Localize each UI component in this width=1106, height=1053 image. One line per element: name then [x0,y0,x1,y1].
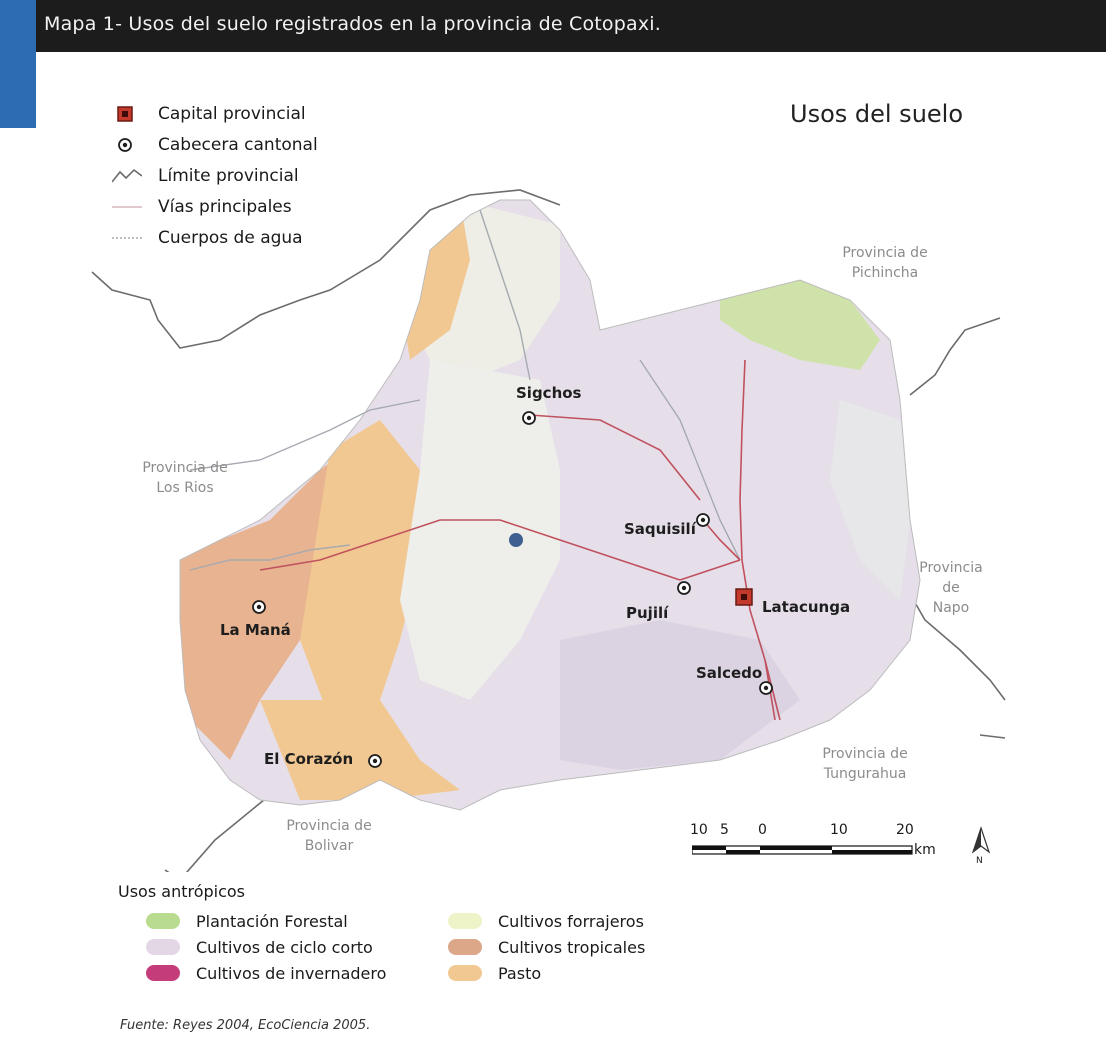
legend-label: Vías principales [158,196,292,217]
scale-graphic [692,845,913,855]
region-pasto-south [260,700,460,800]
place-label-la-mana: La Maná [220,621,291,639]
legend-row: Cabecera cantonal [112,129,318,160]
road-line-icon [112,197,142,217]
scale-tick: 20 [896,822,914,838]
land-use-item: Pasto [448,961,708,985]
land-use-item: Cultivos de invernadero [146,961,448,985]
north-arrow-icon [971,826,991,854]
land-use-label: Cultivos tropicales [498,937,646,957]
cotopaxi-land-use-map [91,189,1006,872]
legend-label: Límite provincial [158,165,299,186]
north-label: N [976,856,983,866]
river-west [189,399,421,471]
river-north [479,209,531,381]
road-saquisili [702,519,741,561]
place-label-latacunga: Latacunga [762,598,851,616]
place-label-salcedo: Salcedo [696,664,763,682]
land-use-label: Cultivos de ciclo corto [196,937,373,957]
region-cliff-center [400,360,560,700]
land-use-item: Cultivos de ciclo corto [146,935,448,959]
side-accent-bar [0,52,36,128]
legend-row: Vías principales [112,191,318,222]
source-note: Fuente: Reyes 2004, EcoCiencia 2005. [120,1018,371,1033]
river-la-mana [189,544,351,571]
region-forest-ne [720,280,880,370]
boundary-west-line [91,189,561,349]
legend-row: Cuerpos de agua [112,222,318,253]
land-use-label: Pasto [498,963,542,983]
province-boundary [179,199,921,811]
boundary-tungurahua-line [979,734,1006,739]
road-latacunga-pujili [679,559,741,581]
place-label-sigchos: Sigchos [516,384,582,402]
swatch-cultivos-forrajeros [448,913,482,929]
place-label-pujili: Pujilí [626,604,669,622]
title-bar: Mapa 1- Usos del suelo registrados en la… [0,0,1106,128]
scale-unit: km [914,842,936,858]
capital-square-icon [112,104,142,124]
land-use-item: Plantación Forestal [146,909,448,933]
land-use-item: Cultivos tropicales [448,935,708,959]
canton-circle-icon [112,135,142,155]
swatch-cultivos-invernadero [146,965,180,981]
land-use-item: Cultivos forrajeros [448,909,708,933]
swatch-cultivos-ciclo-corto [146,939,180,955]
region-tropical-west [180,440,360,760]
swatch-cultivos-tropicales [448,939,482,955]
legend-row: Capital provincial [112,98,318,129]
water-line-icon [112,228,142,248]
scale-tick: 10 [690,822,708,838]
land-use-label: Plantación Forestal [196,911,348,931]
land-use-heading: Usos antrópicos [118,882,246,901]
map-title: Mapa 1- Usos del suelo registrados en la… [44,13,662,35]
boundary-napo-line [901,579,1006,701]
scale-tick: 10 [830,822,848,838]
scale-tick: 0 [758,822,767,838]
road-sigchos [529,414,701,501]
land-use-legend: Usos antrópicos Plantación Forestal Cult… [118,882,708,985]
land-use-label: Cultivos forrajeros [498,911,644,931]
region-grey-east [830,400,910,600]
region-pasto-west [300,420,420,720]
boundary-east-line [909,317,1001,396]
legend-label: Cuerpos de agua [158,227,303,248]
land-use-label: Cultivos de invernadero [196,963,387,983]
legend-label: Cabecera cantonal [158,134,318,155]
place-label-saquisili: Saquisilí [624,520,696,538]
road-pujili-lamana [259,519,681,581]
map-heading: Usos del suelo [790,100,964,128]
legend-label: Capital provincial [158,103,306,124]
region-grey-south [560,620,800,770]
swatch-pasto [448,965,482,981]
place-label-el-corazon: El Corazón [264,750,354,768]
swatch-plantacion-forestal [146,913,180,929]
boundary-line-icon [111,166,143,186]
legend-row: Límite provincial [111,160,318,191]
symbol-legend: Capital provincial Cabecera cantonal Lím… [111,98,318,253]
lake-quilotoa [509,533,523,547]
scale-tick: 5 [720,822,729,838]
river-east [639,359,741,561]
